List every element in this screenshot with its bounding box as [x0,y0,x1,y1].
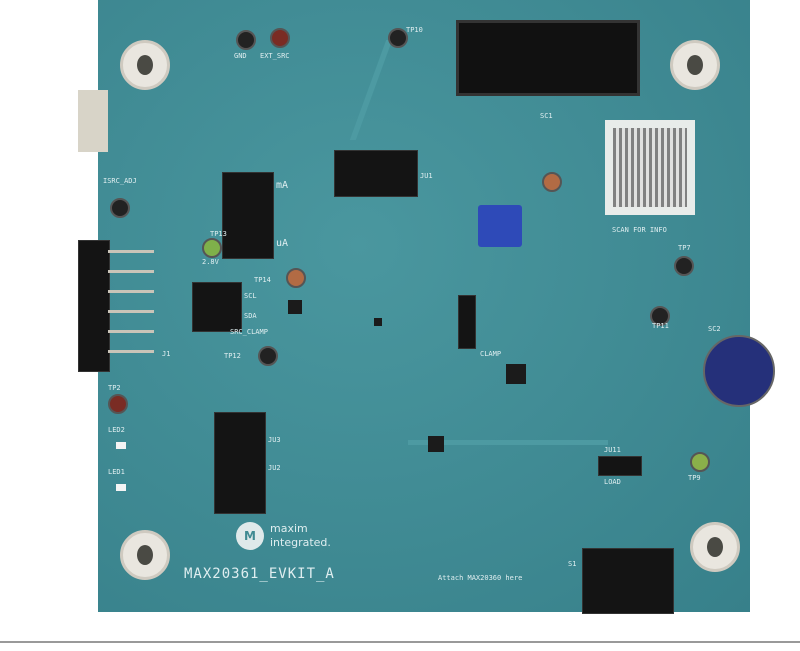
label-ua: uA [276,238,289,249]
header-i2c[interactable] [192,282,242,332]
pcb-board: SC1 SCAN FOR INFO ISRC_ADJ SC2 JU1 mA uA… [78,0,775,614]
ic-chip [374,318,382,326]
test-point-tp2[interactable] [108,394,128,414]
ic-chip [506,364,526,384]
supercap-sc1 [456,20,640,96]
label-j1: J1 [162,350,171,358]
trim-potentiometer[interactable] [78,90,108,152]
mounting-hole [120,530,170,580]
label-tp11: TP11 [652,322,669,330]
label-sda: SDA [244,312,257,320]
socket-s1[interactable] [582,548,674,614]
attach-note: Attach MAX20360 here [438,574,523,582]
test-point-ext-src[interactable] [270,28,290,48]
test-point-tp13[interactable] [202,238,222,258]
label-led1: LED1 [108,468,125,476]
test-point-tp9[interactable] [690,452,710,472]
ic-chip [428,436,444,452]
label-2-8v: 2.8V [202,258,219,266]
header-ju1[interactable] [334,150,418,197]
label-load: LOAD [604,478,621,486]
label-gnd: GND [234,52,247,60]
label-ju11: JU11 [604,446,621,454]
led1 [116,484,126,491]
test-point-gnd[interactable] [236,30,256,50]
label-tp2: TP2 [108,384,121,392]
mounting-hole [120,40,170,90]
qr-code [605,120,695,215]
coin-cell-sc2 [703,335,775,407]
label-tp13: TP13 [210,230,227,238]
mounting-hole [670,40,720,90]
header-clamp[interactable] [458,295,476,349]
test-point-tp4[interactable] [542,172,562,192]
header-ju11[interactable] [598,456,642,476]
label-ju1: JU1 [420,172,433,180]
test-point-tp12[interactable] [258,346,278,366]
label-ju3: JU3 [268,436,281,444]
label-tp12: TP12 [224,352,241,360]
label-tp10: TP10 [406,26,423,34]
label-sc2: SC2 [708,325,721,333]
logo-text-integrated: integrated. [270,536,331,549]
test-point-tp7[interactable] [674,256,694,276]
test-point-gnd[interactable] [110,198,130,218]
led2 [116,442,126,449]
test-point-tp11[interactable] [650,306,670,326]
potentiometer[interactable] [478,205,522,247]
header-ju2[interactable] [214,412,266,514]
label-sc1: SC1 [540,112,553,120]
label-scl: SCL [244,292,257,300]
mounting-hole [690,522,740,572]
maxim-logo-icon: M [236,522,264,550]
ic-chip [288,300,302,314]
test-point-tp14[interactable] [286,268,306,288]
label-clamp: CLAMP [480,350,502,358]
qr-caption: SCAN FOR INFO [612,226,667,234]
label-isrc-adj: ISRC_ADJ [103,177,137,185]
label-ext-src: EXT_SRC [260,52,290,60]
label-tp14: TP14 [254,276,271,284]
label-led2: LED2 [108,426,125,434]
header-current-select[interactable] [222,172,274,259]
label-ju2: JU2 [268,464,281,472]
label-tp7: TP7 [678,244,691,252]
board-title: MAX20361_EVKIT_A [184,566,335,582]
label-src-clamp: SRC_CLAMP [230,328,268,336]
divider [0,641,800,643]
header-j1[interactable] [78,240,110,372]
test-point-tp10[interactable] [388,28,408,48]
label-ma: mA [276,180,289,191]
label-tp9: TP9 [688,474,701,482]
logo-text-maxim: maxim [270,522,308,535]
label-s1: S1 [568,560,577,568]
